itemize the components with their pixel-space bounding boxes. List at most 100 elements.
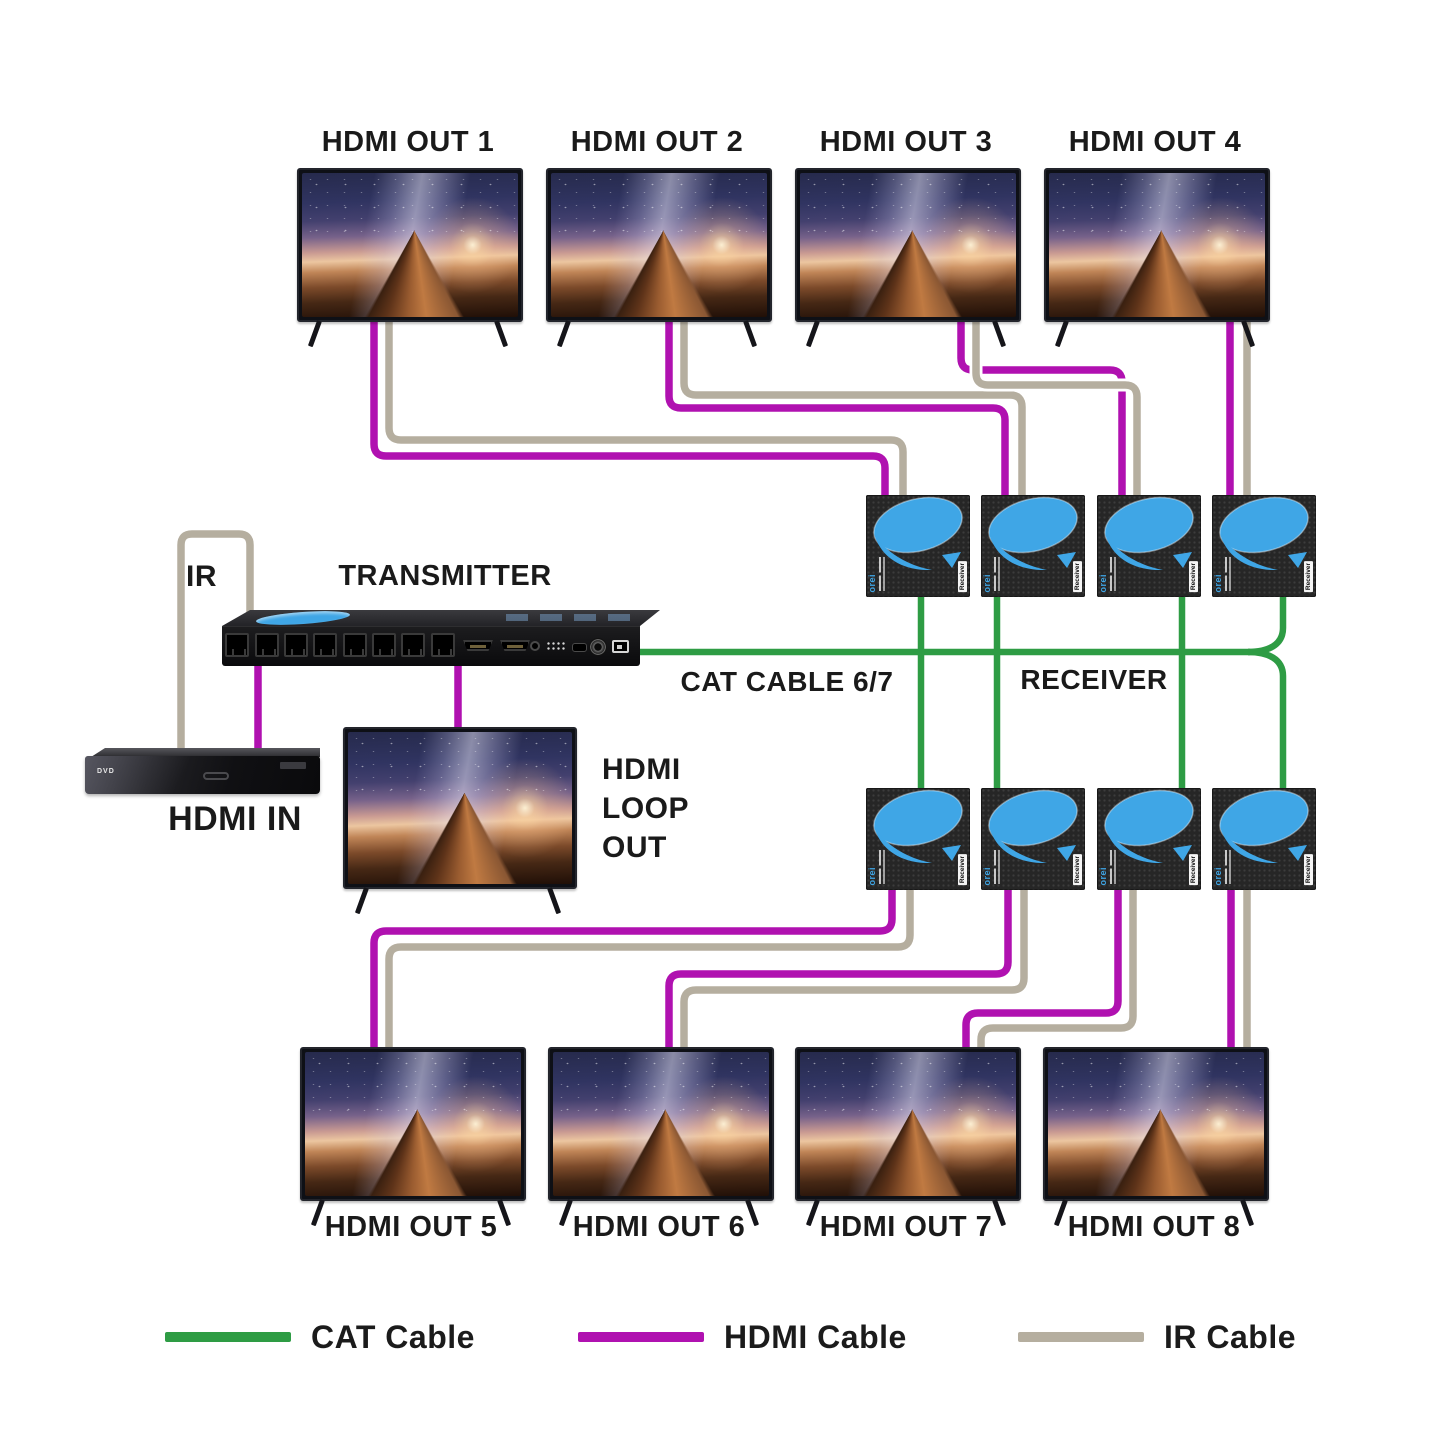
ir-cable-out5 <box>385 885 914 1052</box>
receiver-logo-art <box>1219 789 1309 864</box>
rj45-port-6 <box>372 633 396 657</box>
hdmi-loop-out-label: HDMI LOOP OUT <box>602 750 689 867</box>
tv-screen <box>1048 1052 1264 1196</box>
receiver-logo-art <box>1219 496 1309 571</box>
tv <box>297 168 523 348</box>
tv-frame <box>795 1047 1021 1201</box>
legend-item-hdmi: HDMI Cable <box>578 1316 907 1358</box>
receiver-fine-print <box>879 850 881 884</box>
hdmi-out-label: HDMI OUT 4 <box>1068 126 1242 158</box>
rj45-port-7 <box>401 633 425 657</box>
hdmi-loop-out-line1: HDMI <box>602 753 681 786</box>
hdmi-out-label: HDMI OUT 7 <box>819 1211 993 1243</box>
tv-screen <box>305 1052 521 1196</box>
receiver-fine-print <box>1225 850 1227 884</box>
cat-fork-up <box>1247 595 1287 656</box>
tv-frame <box>343 727 577 889</box>
transmitter-top-face <box>222 610 660 626</box>
dip-switch-block <box>546 641 566 651</box>
hdmi-out-label: HDMI OUT 6 <box>572 1211 746 1243</box>
receiver-tag: Receiver <box>1189 853 1198 885</box>
dvd-sheen <box>85 756 245 794</box>
ir-cable-out6 <box>680 885 1028 1052</box>
receiver-unit: orei Receiver <box>866 495 970 597</box>
tv-screen <box>348 732 572 884</box>
hdmi-out-label: HDMI OUT 5 <box>324 1211 498 1243</box>
dvd-usb-slot <box>203 772 229 780</box>
cat-cable-label: CAT CABLE 6/7 <box>680 666 894 697</box>
receiver-unit: orei Receiver <box>981 495 1085 597</box>
receiver-tag: Receiver <box>958 560 967 592</box>
receiver-tag: Receiver <box>1189 560 1198 592</box>
receiver-brand-text: orei <box>982 867 992 886</box>
rj45-port-4 <box>313 633 337 657</box>
hdmi-out-label: HDMI OUT 8 <box>1067 1211 1241 1243</box>
tv <box>343 727 577 915</box>
receiver-logo-art <box>873 496 963 571</box>
transmitter-front-panel <box>222 626 640 666</box>
ir-loop-cable <box>177 530 254 756</box>
receiver-fine-print <box>994 850 996 884</box>
hdmi-cable-out6 <box>665 885 1012 1052</box>
hdmi-cable-legend-label: HDMI Cable <box>724 1318 907 1355</box>
rj45-port-1 <box>225 633 249 657</box>
ir-label: IR <box>186 560 217 593</box>
receiver-fine-print <box>879 557 881 591</box>
tv-screen <box>302 173 518 317</box>
tv-screen <box>800 1052 1016 1196</box>
ir-cable-out2 <box>680 314 1026 500</box>
receiver-brand-text: orei <box>982 574 992 593</box>
tv-screen <box>553 1052 769 1196</box>
tv-frame <box>548 1047 774 1201</box>
tv <box>1044 168 1270 348</box>
ir-cable-out3 <box>972 314 1141 500</box>
tv <box>548 1047 774 1227</box>
micro-usb-port <box>572 643 587 652</box>
receiver-tag: Receiver <box>1073 853 1082 885</box>
receiver-tag: Receiver <box>958 853 967 885</box>
receiver-brand-text: orei <box>1098 867 1108 886</box>
legend-item-cat: CAT Cable <box>165 1316 475 1358</box>
legend-item-ir: IR Cable <box>1018 1316 1296 1358</box>
tv-screen <box>800 173 1016 317</box>
hdmi-loop-out-line2: LOOP <box>602 792 690 825</box>
receiver-tag: Receiver <box>1304 853 1313 885</box>
rj45-port-8 <box>431 633 455 657</box>
receiver-logo-art <box>1104 496 1194 571</box>
rj45-port-2 <box>255 633 279 657</box>
receiver-unit: orei Receiver <box>1212 495 1316 597</box>
brand-logo-oval <box>255 610 351 626</box>
hdmi-cable-out3 <box>957 314 1126 500</box>
ir-cable-swatch <box>1018 1332 1144 1342</box>
receiver-unit: orei Receiver <box>866 788 970 890</box>
hdmi-out-label: HDMI OUT 2 <box>570 126 744 158</box>
ir-cable-out7 <box>977 885 1137 1052</box>
rj45-port-3 <box>284 633 308 657</box>
hdmi-in-port <box>463 640 493 651</box>
receiver-unit: orei Receiver <box>1097 788 1201 890</box>
receiver-brand-text: orei <box>867 867 877 886</box>
receiver-fine-print <box>1110 850 1112 884</box>
tv-frame <box>297 168 523 322</box>
hdmi-cable-out7 <box>962 885 1122 1052</box>
ir-cable-out1 <box>385 314 907 500</box>
receiver-tag: Receiver <box>1073 560 1082 592</box>
receiver-brand-text: orei <box>1098 574 1108 593</box>
hdmi-cable-out2 <box>665 314 1009 500</box>
receiver-fine-print <box>1225 557 1227 591</box>
receiver-label: RECEIVER <box>1020 664 1168 695</box>
receiver-unit: orei Receiver <box>981 788 1085 890</box>
tv <box>1043 1047 1269 1227</box>
receiver-logo-art <box>988 496 1078 571</box>
receiver-brand-text: orei <box>867 574 877 593</box>
dvd-top-edge <box>91 748 320 757</box>
receiver-tag: Receiver <box>1304 560 1313 592</box>
receiver-fine-print <box>1110 557 1112 591</box>
receiver-unit: orei Receiver <box>1212 788 1316 890</box>
cat-cable-swatch <box>165 1332 291 1342</box>
dc-power-jack <box>589 638 607 656</box>
hdmi-cable-out1 <box>370 314 889 500</box>
dvd-body: DVD <box>85 756 320 794</box>
